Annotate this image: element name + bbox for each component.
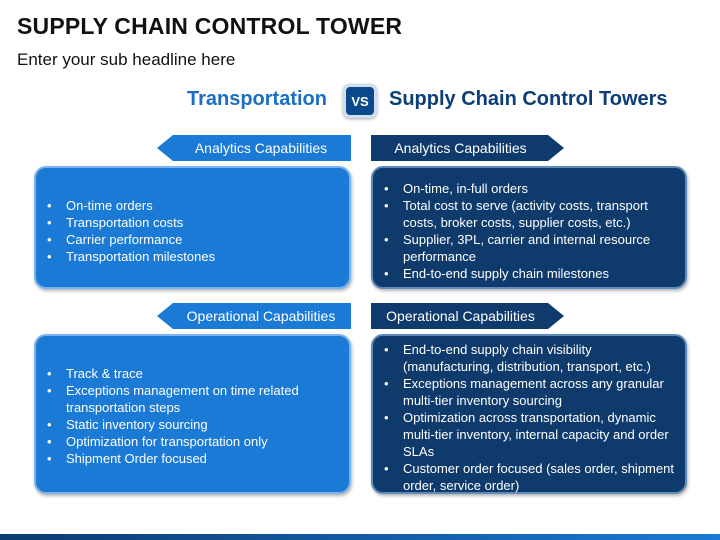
left-operational-card: Track & trace Exceptions management on t… (34, 334, 351, 494)
left-analytics-label: Analytics Capabilities (194, 140, 328, 156)
right-operational-list: End-to-end supply chain visibility (manu… (381, 341, 679, 494)
list-item: Total cost to serve (activity costs, tra… (381, 197, 679, 231)
list-item: Exceptions management on time related tr… (44, 382, 341, 416)
right-column-heading: Supply Chain Control Towers (389, 88, 668, 110)
list-item: Transportation costs (44, 214, 341, 231)
list-item: Transportation milestones (44, 248, 341, 265)
list-item: Exceptions management across any granula… (381, 375, 679, 409)
left-analytics-list: On-time orders Transportation costs Carr… (44, 197, 341, 265)
right-analytics-tag: Analytics Capabilities (371, 135, 564, 161)
left-operational-label: Operational Capabilities (186, 308, 336, 324)
vs-badge: VS (343, 84, 377, 118)
left-analytics-tag: Analytics Capabilities (157, 135, 351, 161)
list-item: On-time orders (44, 197, 341, 214)
right-analytics-label: Analytics Capabilities (394, 140, 527, 156)
list-item: Supplier, 3PL, carrier and internal reso… (381, 231, 679, 265)
list-item: Carrier performance (44, 231, 341, 248)
list-item: Static inventory sourcing (44, 416, 341, 433)
list-item: Shipment Order focused (44, 450, 341, 467)
slide-subtitle: Enter your sub headline here (17, 50, 236, 69)
list-item: End-to-end supply chain visibility (manu… (381, 341, 679, 375)
vs-label: VS (351, 93, 369, 109)
list-item: Track & trace (44, 365, 341, 382)
right-analytics-card: On-time, in-full orders Total cost to se… (371, 166, 687, 289)
list-item: End-to-end supply chain milestones (381, 265, 679, 282)
right-analytics-list: On-time, in-full orders Total cost to se… (381, 180, 679, 282)
list-item: On-time, in-full orders (381, 180, 679, 197)
list-item: Optimization across transportation, dyna… (381, 409, 679, 460)
slide-title: SUPPLY CHAIN CONTROL TOWER (17, 13, 403, 39)
left-analytics-card: On-time orders Transportation costs Carr… (34, 166, 351, 289)
bottom-accent-bar (0, 534, 720, 540)
right-operational-card: End-to-end supply chain visibility (manu… (371, 334, 687, 494)
list-item: Customer order focused (sales order, shi… (381, 460, 679, 494)
right-operational-label: Operational Capabilities (386, 308, 535, 324)
list-item: Optimization for transportation only (44, 433, 341, 450)
left-operational-tag: Operational Capabilities (157, 303, 351, 329)
left-column-heading: Transportation (186, 88, 327, 110)
right-operational-tag: Operational Capabilities (371, 303, 564, 329)
left-operational-list: Track & trace Exceptions management on t… (44, 365, 341, 467)
